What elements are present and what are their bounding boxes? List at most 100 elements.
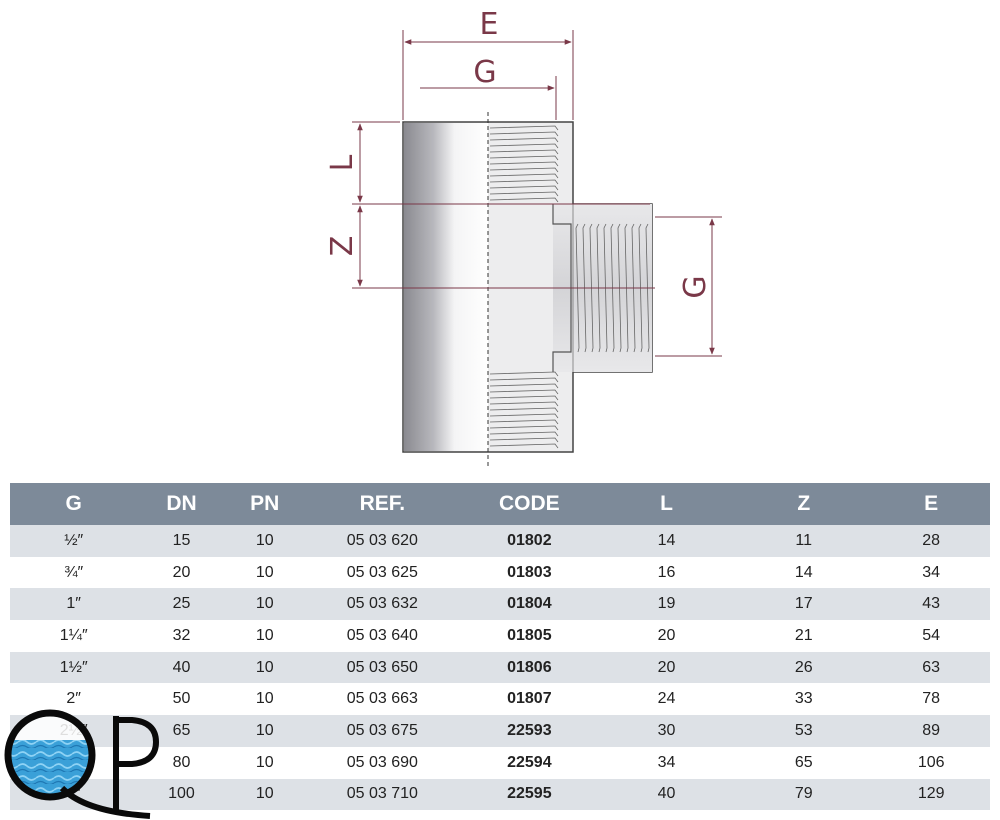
thread-line (489, 413, 559, 419)
table-cell-ref: 05 03 675 (303, 715, 461, 747)
table-cell-l: 24 (597, 683, 736, 716)
table-cell-g: 1¼″ (10, 620, 138, 652)
table-cell-z: 53 (735, 715, 873, 747)
table-cell-code: 01803 (460, 556, 598, 589)
table-cell-l: 40 (597, 778, 736, 811)
thread-line (489, 371, 559, 377)
thread-line (489, 395, 559, 401)
table-cell-e: 28 (872, 525, 990, 557)
table-cell-e: 89 (872, 715, 990, 747)
table-header-row: G DN PN REF. CODE L Z E (10, 483, 990, 525)
table-cell-z: 17 (735, 588, 873, 621)
pipe-left-half (404, 123, 488, 451)
thread-line (489, 167, 559, 173)
table-cell-pn: 10 (225, 525, 304, 557)
thread-line (489, 437, 559, 443)
table-cell-ref: 05 03 632 (303, 588, 461, 621)
thread-line (489, 179, 559, 185)
column-header: L (597, 483, 736, 525)
thread-line (489, 443, 559, 449)
table-cell-dn: 25 (137, 588, 226, 621)
thread-line (489, 173, 559, 179)
table-cell-code: 01805 (460, 620, 598, 652)
table-cell-l: 34 (597, 746, 736, 779)
table-cell-z: 79 (735, 778, 873, 811)
column-header: E (872, 483, 990, 525)
table-cell-code: 01806 (460, 651, 598, 684)
thread-line (489, 131, 559, 137)
thread-line (489, 419, 559, 425)
thread-line (489, 197, 559, 203)
table-cell-pn: 10 (225, 778, 304, 811)
table-cell-pn: 10 (225, 683, 304, 716)
dimension-lines (352, 30, 722, 357)
thread-line (489, 383, 559, 389)
thread-line (489, 125, 559, 131)
table-cell-e: 78 (872, 683, 990, 716)
table-cell-ref: 05 03 710 (303, 778, 461, 811)
dim-label-e: E (480, 7, 499, 42)
table-cell-code: 22595 (460, 778, 598, 811)
table-cell-pn: 10 (225, 556, 304, 589)
table-cell-ref: 05 03 625 (303, 556, 461, 589)
tee-fitting-diagram: E G L Z G (325, 7, 722, 468)
table-cell-e: 43 (872, 588, 990, 621)
table-cell-z: 65 (735, 746, 873, 779)
thread-line (489, 155, 559, 161)
table-cell-e: 129 (872, 778, 990, 811)
table-cell-ref: 05 03 650 (303, 651, 461, 684)
table-cell-e: 34 (872, 556, 990, 589)
column-header: CODE (460, 483, 598, 525)
thread-line (489, 377, 559, 383)
thread-line (489, 191, 559, 197)
table-cell-z: 11 (735, 525, 873, 557)
table-cell-pn: 10 (225, 746, 304, 779)
table-cell-z: 26 (735, 651, 873, 684)
upper-thread (489, 125, 559, 203)
table-cell-g: 1½″ (10, 651, 138, 684)
table-cell-ref: 05 03 690 (303, 746, 461, 779)
table-cell-l: 20 (597, 651, 736, 684)
thread-line (489, 431, 559, 437)
table-cell-dn: 20 (137, 556, 226, 589)
dim-label-g-top: G (473, 55, 496, 90)
table-cell-code: 01804 (460, 588, 598, 621)
thread-line (489, 401, 559, 407)
table-cell-z: 21 (735, 620, 873, 652)
table-cell-pn: 10 (225, 588, 304, 621)
table-cell-e: 106 (872, 746, 990, 779)
logo-p-letter (113, 716, 160, 812)
table-cell-g: 1″ (10, 588, 138, 621)
dim-label-z: Z (325, 236, 360, 257)
qp-logo (4, 709, 160, 819)
table-cell-dn: 15 (137, 525, 226, 557)
table-cell-code: 22594 (460, 746, 598, 779)
table-cell-g: 2″ (10, 683, 138, 716)
table-cell-z: 33 (735, 683, 873, 716)
table-cell-dn: 100 (137, 778, 226, 811)
thread-line (489, 149, 559, 155)
dim-label-g-side: G (678, 275, 713, 298)
thread-line (489, 137, 559, 143)
column-header: REF. (303, 483, 461, 525)
column-header: DN (137, 483, 226, 525)
table-cell-dn: 32 (137, 620, 226, 652)
table-cell-l: 19 (597, 588, 736, 621)
table-cell-ref: 05 03 640 (303, 620, 461, 652)
table-cell-code: 01802 (460, 525, 598, 557)
thread-line (489, 143, 559, 149)
table-cell-l: 30 (597, 715, 736, 747)
dim-label-l: L (325, 154, 360, 171)
table-cell-l: 16 (597, 556, 736, 589)
thread-line (489, 185, 559, 191)
table-cell-g: ½″ (10, 525, 138, 557)
thread-line (489, 389, 559, 395)
table-cell-l: 20 (597, 620, 736, 652)
column-header: G (10, 483, 138, 525)
